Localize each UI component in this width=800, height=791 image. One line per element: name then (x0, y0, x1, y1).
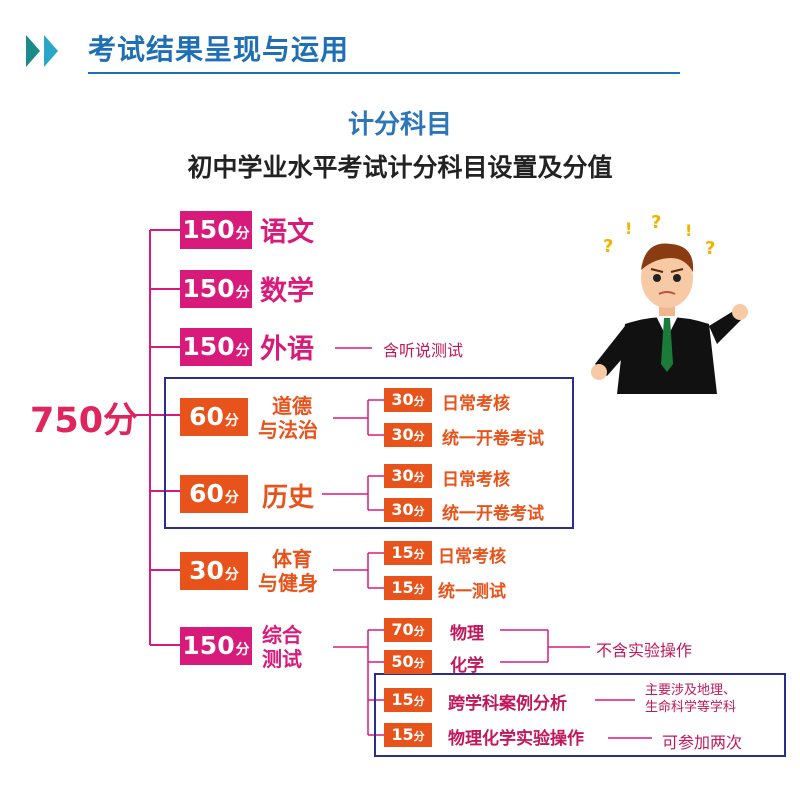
header-arrow-icon (26, 35, 58, 67)
subject-math: 数学 (260, 276, 314, 307)
note-two-attempts: 可参加两次 (662, 733, 743, 752)
part-label-unified-test: 统一测试 (438, 582, 506, 602)
part-label-physics: 物理 (450, 624, 484, 644)
subject-morality-law: 道德 与法治 (258, 394, 318, 442)
diagram-title: 初中学业水平考试计分科目设置及分值 (187, 153, 613, 182)
svg-text:?: ? (651, 214, 661, 233)
svg-text:!: ! (625, 219, 632, 238)
svg-text:?: ? (603, 236, 613, 257)
part-label-interdisciplinary-case: 跨学科案例分析 (448, 694, 567, 714)
subject-comprehensive-test: 综合 测试 (262, 623, 302, 671)
subject-foreign-language: 外语 (260, 334, 314, 365)
part-label-open-book-exam: 统一开卷考试 (442, 504, 544, 524)
part-label-daily-assessment: 日常考核 (438, 547, 506, 567)
svg-text:!: ! (685, 221, 692, 240)
subject-chinese: 语文 (260, 217, 314, 248)
part-label-chemistry: 化学 (450, 656, 484, 676)
confused-man-illustration: ? ! ? ! ? (591, 214, 748, 394)
part-label-open-book-exam: 统一开卷考试 (442, 429, 544, 449)
section-title: 计分科目 (347, 110, 452, 140)
header-title: 考试结果呈现与运用 (88, 33, 350, 66)
subject-pe-fitness: 体育 与健身 (258, 547, 318, 595)
part-label-daily-assessment: 日常考核 (442, 394, 510, 414)
part-label-daily-assessment: 日常考核 (442, 470, 510, 490)
part-label-lab-operation: 物理化学实验操作 (448, 729, 584, 749)
note-listening-speaking: 含听说测试 (383, 341, 464, 360)
subject-history: 历史 (262, 483, 315, 513)
header-underline (88, 72, 680, 74)
svg-text:?: ? (705, 238, 715, 259)
note-no-lab: 不含实验操作 (596, 641, 693, 660)
total-score: 750分 (30, 401, 139, 441)
note-geography-life-science: 主要涉及地理、 生命科学等学科 (645, 683, 737, 715)
